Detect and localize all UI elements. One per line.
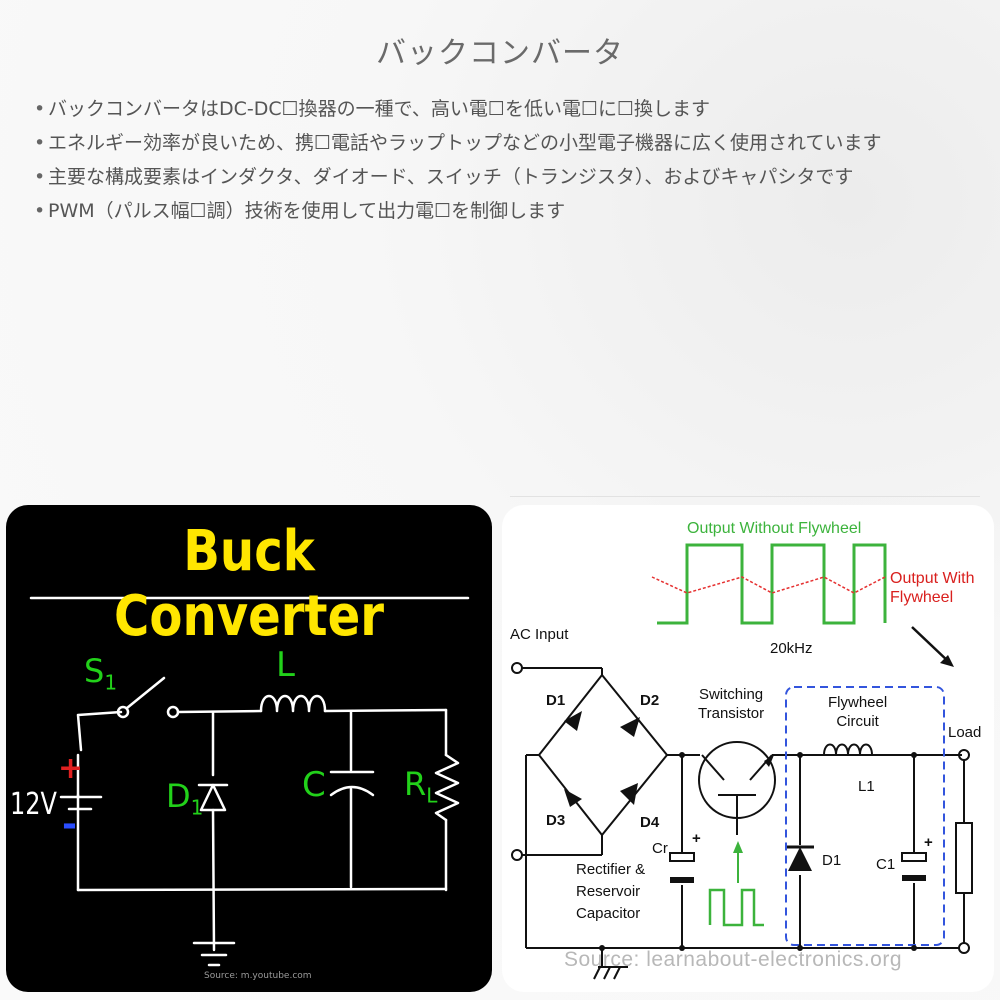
bullet-dot: •	[34, 132, 46, 154]
bullet-text: PWM（パルス幅☐調）技術を使用して出力電☐を制御します	[48, 200, 566, 222]
flywheel-label-line-1: Flywheel	[828, 694, 888, 711]
switching-label-line-1: Switching	[698, 686, 764, 703]
image-source-caption: Source: m.youtube.com	[204, 971, 312, 981]
bullet-item: •エネルギー効率が良いため、携☐電話やラップトップなどの小型電子機器に広く使用さ…	[34, 126, 984, 160]
buck-converter-schematic	[29, 596, 470, 967]
cr-label: Cr	[652, 840, 668, 857]
bullet-dot: •	[34, 98, 46, 120]
inductor-label: L	[276, 645, 295, 685]
bullet-list: •バックコンバータはDC-DC☐換器の一種で、高い電☐を低い電☐に☐換します •…	[34, 92, 984, 228]
rectifier-label-line-3: Capacitor	[576, 905, 641, 922]
wave-red-label-line-2: Flywheel	[890, 589, 954, 606]
diode-label-sub: 1	[190, 795, 204, 820]
c1-plus-sign: +	[924, 834, 933, 851]
l1-label: L1	[858, 778, 875, 795]
d4-bridge-label: D4	[640, 814, 660, 831]
bullet-dot: •	[34, 166, 46, 188]
ac-input-label: AC Input	[510, 626, 569, 643]
bullet-item: •PWM（パルス幅☐調）技術を使用して出力電☐を制御します	[34, 194, 984, 228]
diode-label-text: D	[166, 777, 191, 815]
diode-label: D1	[166, 777, 203, 819]
bullet-dot: •	[34, 200, 46, 222]
frequency-label: 20kHz	[770, 640, 813, 657]
switching-transistor-label: Switching Transistor	[698, 685, 764, 723]
voltage-label: 12V	[10, 787, 57, 822]
d2-bridge-label: D2	[640, 692, 660, 709]
wave-red-label-line-1: Output With	[890, 570, 975, 587]
divider	[510, 496, 980, 497]
switch-label: S1	[84, 652, 117, 694]
buck-converter-diagram-image: Buck Converter S1 L + - 12V D1 C RL Sour…	[6, 505, 492, 992]
d3-bridge-label: D3	[546, 812, 566, 829]
flywheel-circuit-label: Flywheel Circuit	[828, 693, 887, 731]
c1-label: C1	[876, 856, 896, 873]
flywheel-circuit-schematic	[511, 543, 973, 980]
wave-red-label: Output With Flywheel	[890, 569, 974, 607]
rectifier-label-line-1: Rectifier &	[576, 861, 646, 878]
flywheel-label-line-2: Circuit	[836, 713, 879, 730]
switching-label-line-2: Transistor	[698, 705, 765, 722]
load-resistor-label-text: R	[404, 765, 427, 803]
d1-bridge-label: D1	[546, 692, 566, 709]
buck-converter-title: Buck Converter	[114, 519, 384, 649]
bullet-item: •主要な構成要素はインダクタ、ダイオード、スイッチ（トランジスタ）、およびキャパ…	[34, 160, 984, 194]
image-source-caption: Source: learnabout-electronics.org	[564, 948, 903, 971]
plus-sign: +	[58, 751, 84, 786]
page-title: バックコンバータ	[376, 36, 624, 71]
load-resistor-label-sub: L	[426, 783, 438, 808]
rectifier-label: Rectifier & Reservoir Capacitor	[576, 859, 645, 925]
load-label: Load	[948, 724, 982, 741]
flywheel-diode-label: D1	[822, 852, 842, 869]
minus-sign: -	[62, 804, 77, 845]
switch-label-text: S	[84, 652, 105, 690]
cr-plus-sign: +	[692, 830, 701, 847]
bullet-text: バックコンバータはDC-DC☐換器の一種で、高い電☐を低い電☐に☐換します	[48, 98, 711, 120]
flywheel-circuit-diagram-image: Output Without Flywheel Output With Flyw…	[502, 505, 994, 992]
switch-label-sub: 1	[104, 670, 118, 695]
bullet-text: エネルギー効率が良いため、携☐電話やラップトップなどの小型電子機器に広く使用され…	[48, 132, 882, 154]
bullet-item: •バックコンバータはDC-DC☐換器の一種で、高い電☐を低い電☐に☐換します	[34, 92, 984, 126]
load-resistor-label: RL	[404, 765, 437, 807]
bullet-text: 主要な構成要素はインダクタ、ダイオード、スイッチ（トランジスタ）、およびキャパシ…	[48, 166, 854, 188]
wave-green-label: Output Without Flywheel	[687, 520, 862, 537]
capacitor-label: C	[302, 765, 326, 805]
rectifier-label-line-2: Reservoir	[576, 883, 641, 900]
